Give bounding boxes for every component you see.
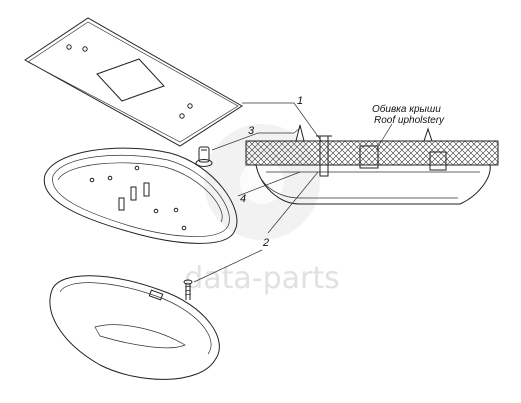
- lamp-base: [43, 147, 238, 244]
- mounting-plate: [24, 17, 243, 147]
- roof-upholstery-label-en: Roof upholstery: [374, 115, 445, 126]
- callout-1: 1: [297, 95, 303, 107]
- clip-fastener: [195, 146, 213, 167]
- leader-lines: [193, 102, 393, 283]
- section-view: [245, 124, 499, 205]
- callout-2: 2: [262, 237, 269, 249]
- watermark-text: data-parts: [184, 261, 340, 296]
- callout-4: 4: [240, 193, 246, 205]
- roof-upholstery-label-ru: Обивка крыши: [372, 103, 441, 115]
- screw: [183, 279, 193, 300]
- callout-3: 3: [248, 125, 255, 137]
- diffuser-lens: [49, 275, 220, 380]
